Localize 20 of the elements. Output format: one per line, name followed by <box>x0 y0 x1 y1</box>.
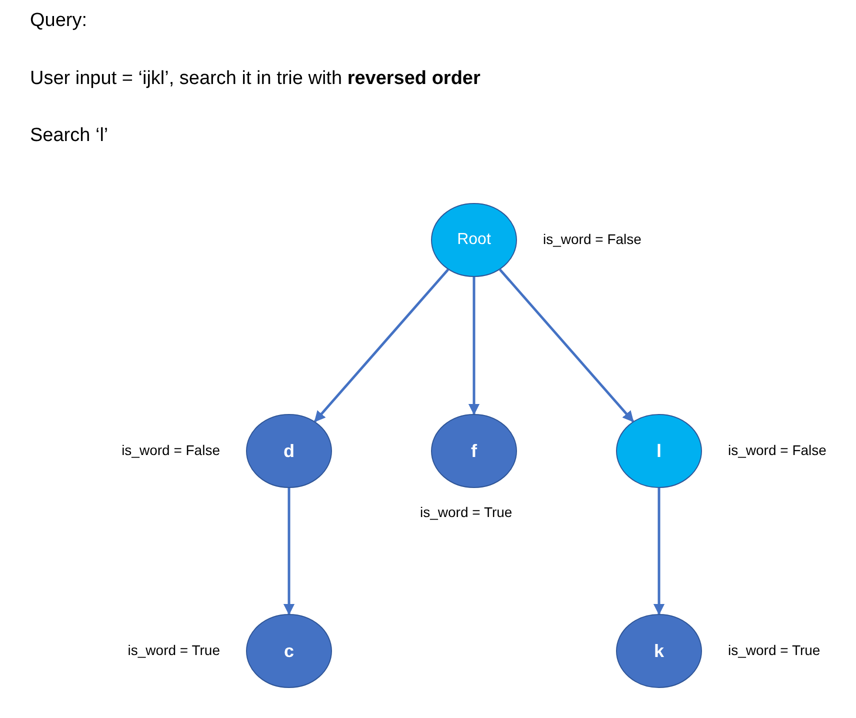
is-word-note: is_word = True <box>128 642 220 658</box>
node-label: l <box>656 440 662 462</box>
query-text: Search ‘l’ <box>30 125 108 147</box>
node-label: c <box>284 640 294 662</box>
query-text: Query: <box>30 10 88 32</box>
arrow <box>314 268 450 422</box>
query-text: User input = ‘ijkl’, search it in trie with reversed order <box>30 68 480 90</box>
is-word-note: is_word = True <box>420 504 512 520</box>
node-label: Root <box>457 231 491 249</box>
is-word-note: is_word = False <box>728 442 826 458</box>
arrow <box>283 488 295 616</box>
node-label: k <box>654 640 664 662</box>
arrow <box>498 268 634 422</box>
is-word-note: is_word = False <box>122 442 220 458</box>
is-word-note: is_word = False <box>543 231 642 247</box>
arrow <box>653 488 665 616</box>
node-label: d <box>284 440 294 462</box>
arrow <box>468 277 480 416</box>
is-word-note: is_word = True <box>728 642 820 658</box>
node-label: f <box>471 440 477 462</box>
